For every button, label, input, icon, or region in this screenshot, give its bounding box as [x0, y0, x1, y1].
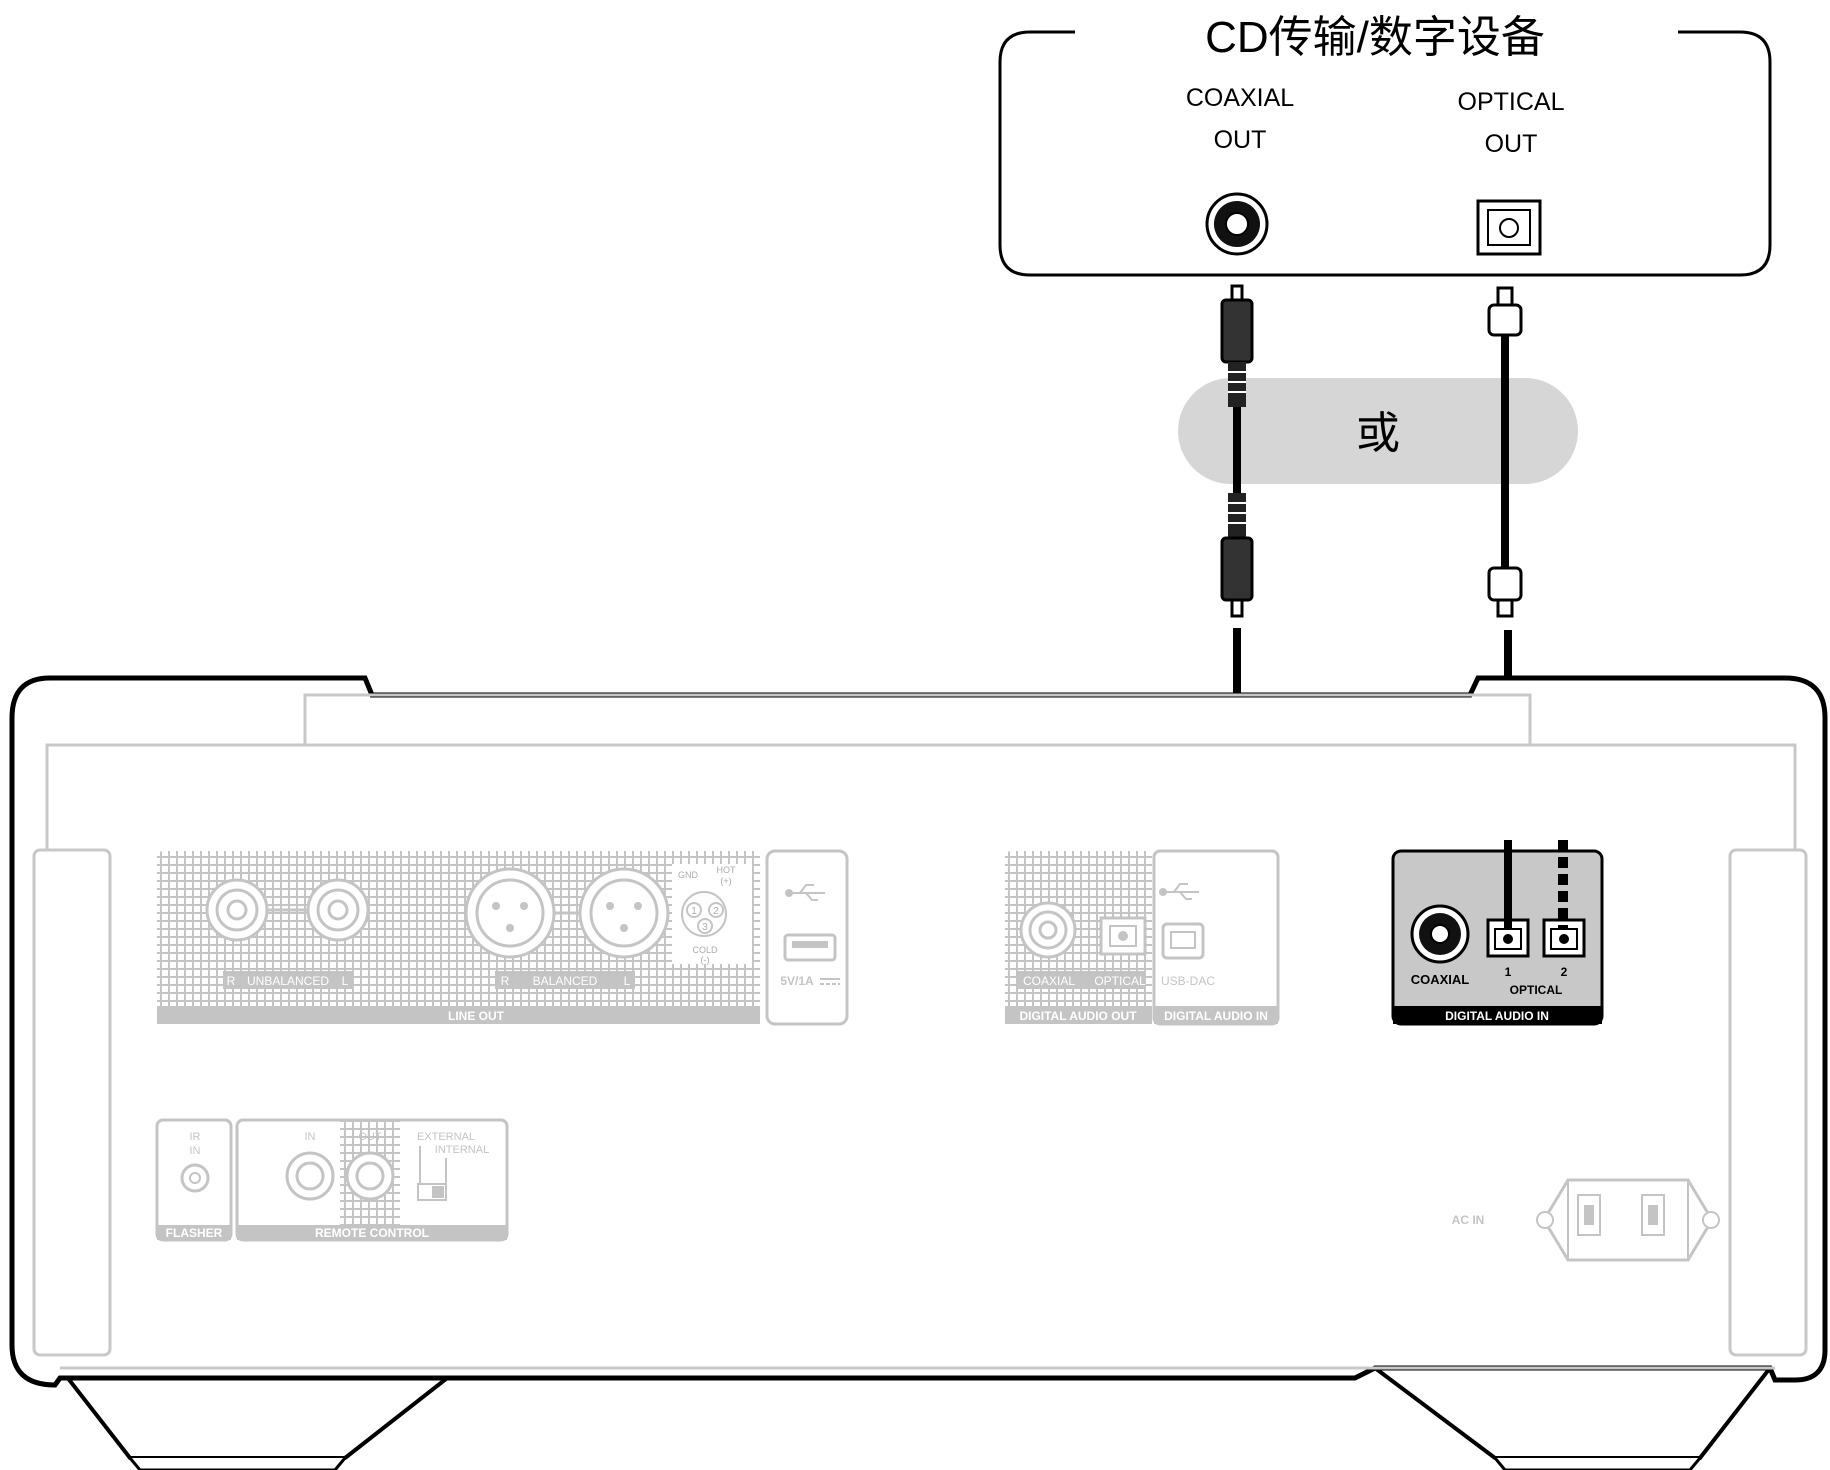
flasher-panel: FLASHER IR IN [155, 1118, 233, 1242]
remote-control-label: REMOTE CONTROL [315, 1226, 429, 1240]
rca-jack-r [205, 878, 269, 942]
ac-in-label: AC IN [1452, 1213, 1485, 1227]
ir-in-jack [180, 1163, 210, 1193]
digital-audio-in-usb-label: DIGITAL AUDIO IN [1164, 1009, 1268, 1023]
unbalanced-r: R [227, 974, 236, 988]
digital-audio-out-label: DIGITAL AUDIO OUT [1019, 1009, 1137, 1023]
digital-in-coaxial-label: COAXIAL [1411, 972, 1470, 987]
coaxial-plug-bottom [1220, 536, 1254, 602]
digital-audio-out-panel: DIGITAL AUDIO OUT COAXIAL OPTICAL [1005, 851, 1152, 1024]
xlr-pin-3: 3 [702, 922, 708, 933]
digital-audio-in-panel: DIGITAL AUDIO IN COAXIAL 1 2 OPTICAL [1391, 849, 1604, 1026]
external-internal-switch [417, 1183, 447, 1201]
unbalanced-l: L [342, 974, 349, 988]
optical-out-label-2: OUT [1485, 130, 1538, 158]
chassis-outline [9, 675, 1828, 1388]
external-label: EXTERNAL [417, 1131, 475, 1143]
optical-out-label-1: OPTICAL [1458, 88, 1565, 116]
usb-icon [785, 884, 825, 901]
source-device: CD传输/数字设备 COAXIAL OUT OPTICAL OUT [998, 13, 1772, 277]
digital-out-coaxial-label: COAXIAL [1023, 974, 1075, 988]
balanced-r: R [501, 974, 510, 988]
source-device-title: CD传输/数字设备 [1205, 13, 1545, 62]
rca-jack-l [306, 878, 370, 942]
internal-label: INTERNAL [435, 1144, 489, 1156]
remote-in-jack [285, 1151, 335, 1201]
ir-in-label-1: IR [190, 1131, 201, 1143]
line-out-label: LINE OUT [448, 1009, 505, 1023]
remote-out-label: OUT [358, 1131, 382, 1143]
balanced-l: L [624, 974, 631, 988]
right-foot [1373, 1366, 1772, 1460]
xlr-jack-l [578, 867, 670, 959]
optical-out-jack [1476, 199, 1542, 256]
usb-b-port [1161, 922, 1205, 960]
optical-plug-bottom [1487, 566, 1523, 602]
xlr-jack-r [464, 867, 556, 959]
digital-in-optical-label: OPTICAL [1510, 983, 1563, 997]
optical-plug-top [1487, 303, 1523, 337]
xlr-pin-diagram: 1 2 3 GND HOT (+) COLD (-) [672, 864, 752, 965]
usb-dac-label: USB-DAC [1161, 974, 1215, 988]
line-out-panel: LINE OUT R UNBALANCED L [157, 851, 760, 1024]
cold-label-2: (-) [701, 955, 710, 965]
usb-rating: 5V/1A [780, 974, 814, 988]
cold-label-1: COLD [692, 945, 718, 955]
or-blob [1178, 378, 1578, 484]
or-label: 或 [1356, 409, 1400, 458]
source-device-box [998, 30, 1772, 277]
digital-in-optical-2-jack [1542, 918, 1586, 958]
hot-label-1: HOT [717, 865, 737, 875]
digital-out-optical-jack [1099, 916, 1147, 956]
digital-audio-in-label: DIGITAL AUDIO IN [1445, 1009, 1549, 1023]
digital-in-coaxial-jack [1410, 904, 1470, 964]
usb-a-panel: 5V/1A [765, 849, 849, 1026]
digital-out-coaxial-jack [1019, 901, 1077, 959]
hot-label-2: (+) [720, 876, 731, 886]
main-unit: LINE OUT R UNBALANCED L [9, 675, 1828, 1470]
digital-out-optical-label: OPTICAL [1094, 974, 1146, 988]
usb-dac-panel: DIGITAL AUDIO IN USB-DAC [1152, 849, 1280, 1026]
remote-in-label: IN [305, 1131, 316, 1143]
balanced-label: BALANCED [533, 974, 598, 988]
optical-input-1-label: 1 [1505, 965, 1512, 979]
ir-in-label-2: IN [190, 1145, 201, 1157]
flasher-label: FLASHER [166, 1226, 223, 1240]
unbalanced-label: UNBALANCED [247, 974, 329, 988]
coaxial-out-jack [1205, 192, 1269, 256]
ac-inlet [1536, 1178, 1720, 1262]
usb-dac-icon [1159, 883, 1199, 900]
coaxial-out-label-2: OUT [1214, 126, 1267, 154]
coaxial-out-label-1: COAXIAL [1186, 84, 1294, 112]
remote-control-panel: REMOTE CONTROL IN OUT EXTERNAL INTERNAL [235, 1118, 509, 1242]
optical-input-2-label: 2 [1561, 965, 1568, 979]
xlr-pin-2: 2 [713, 906, 719, 917]
coaxial-plug-top [1220, 298, 1254, 364]
remote-out-jack [345, 1151, 395, 1201]
xlr-pin-1: 1 [691, 906, 697, 917]
left-foot [58, 1366, 462, 1460]
gnd-label: GND [678, 870, 699, 880]
